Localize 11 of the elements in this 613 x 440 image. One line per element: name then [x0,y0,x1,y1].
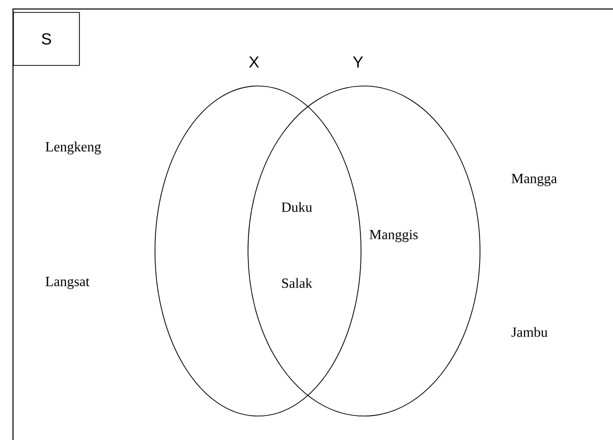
set-label: X [249,56,259,68]
element-label: Mangga [512,174,557,186]
frame [12,8,613,440]
element-label: Langsat [46,276,90,290]
element-label: Duku [282,202,312,212]
element-label: Salak [282,278,312,288]
set-box: S [13,12,80,66]
element-label: Manggis [370,230,418,242]
set-label: Y [353,56,363,68]
element-label: Jambu [512,327,548,337]
element-label: Lengkeng [46,142,101,154]
